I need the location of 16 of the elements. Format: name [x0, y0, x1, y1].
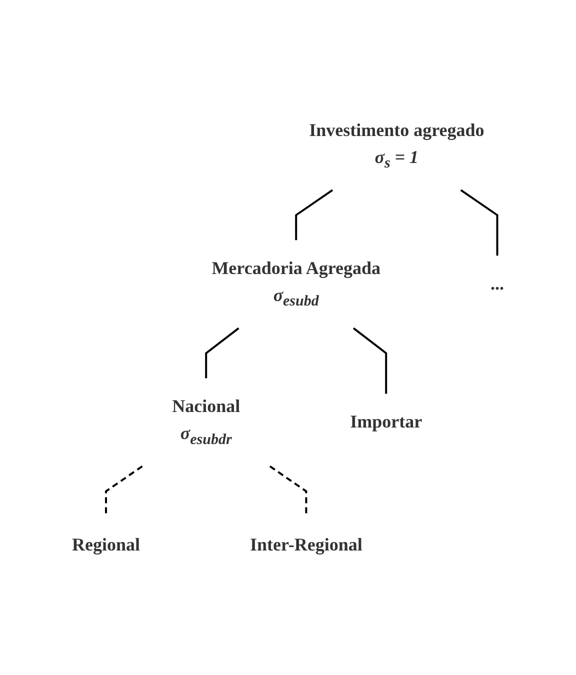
- connector: [205, 327, 240, 378]
- node-text: Importar: [350, 412, 422, 432]
- node-label: σ$_{esubd}$: [273, 284, 319, 310]
- node-label: σ$_{esubdr}$: [180, 423, 232, 448]
- connector: [295, 189, 334, 240]
- node-text: ...: [490, 274, 504, 294]
- node-label: σ$_{s}$ = 1: [374, 146, 419, 172]
- node-text: Mercadoria Agregada: [212, 258, 380, 278]
- connector: [269, 465, 308, 516]
- node-text: Nacional: [172, 396, 240, 416]
- connector: [460, 189, 498, 256]
- connector: [352, 327, 388, 394]
- node-text: Investimento agregado: [309, 120, 484, 140]
- connector: [105, 465, 143, 516]
- node-text: Inter-Regional: [250, 534, 362, 554]
- node-text: Regional: [72, 534, 140, 554]
